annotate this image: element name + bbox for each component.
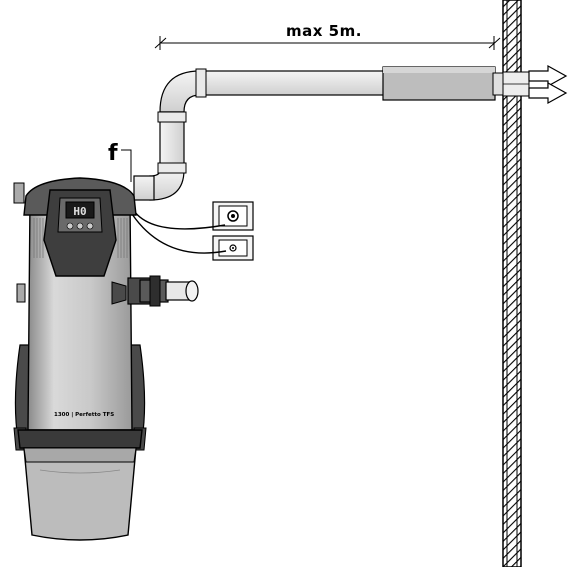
exhaust-pipe [133,68,386,201]
distance-label: max 5m. [286,22,362,40]
exhaust-arrows [528,64,568,105]
unit-display: H0 [73,205,86,218]
wall [502,0,522,567]
central-vacuum-unit: H0 1300 | Perfetto TFS [13,177,199,541]
distance-dimension: max 5m. [154,22,501,50]
electrical-boxes [131,201,254,261]
connection-letter: f [108,141,118,166]
silencer [382,66,530,101]
connection-label: f [108,141,132,182]
unit-model-label: 1300 | Perfetto TFS [54,412,114,418]
